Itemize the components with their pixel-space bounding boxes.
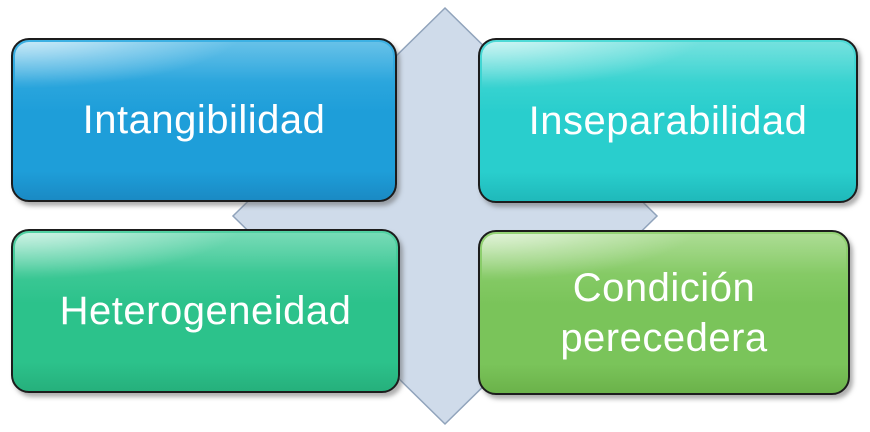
card-condicion-perecedera-label: Condición perecedera bbox=[560, 265, 768, 360]
card-heterogeneidad-label: Heterogeneidad bbox=[59, 289, 352, 333]
card-intangibilidad-label: Intangibilidad bbox=[82, 98, 326, 142]
card-condicion-perecedera: Condición perecedera bbox=[478, 230, 850, 395]
card-inseparabilidad-label: Inseparabilidad bbox=[528, 98, 808, 143]
card-inseparabilidad: Inseparabilidad bbox=[478, 38, 858, 203]
card-intangibilidad: Intangibilidad bbox=[11, 38, 397, 202]
card-heterogeneidad: Heterogeneidad bbox=[11, 229, 400, 393]
